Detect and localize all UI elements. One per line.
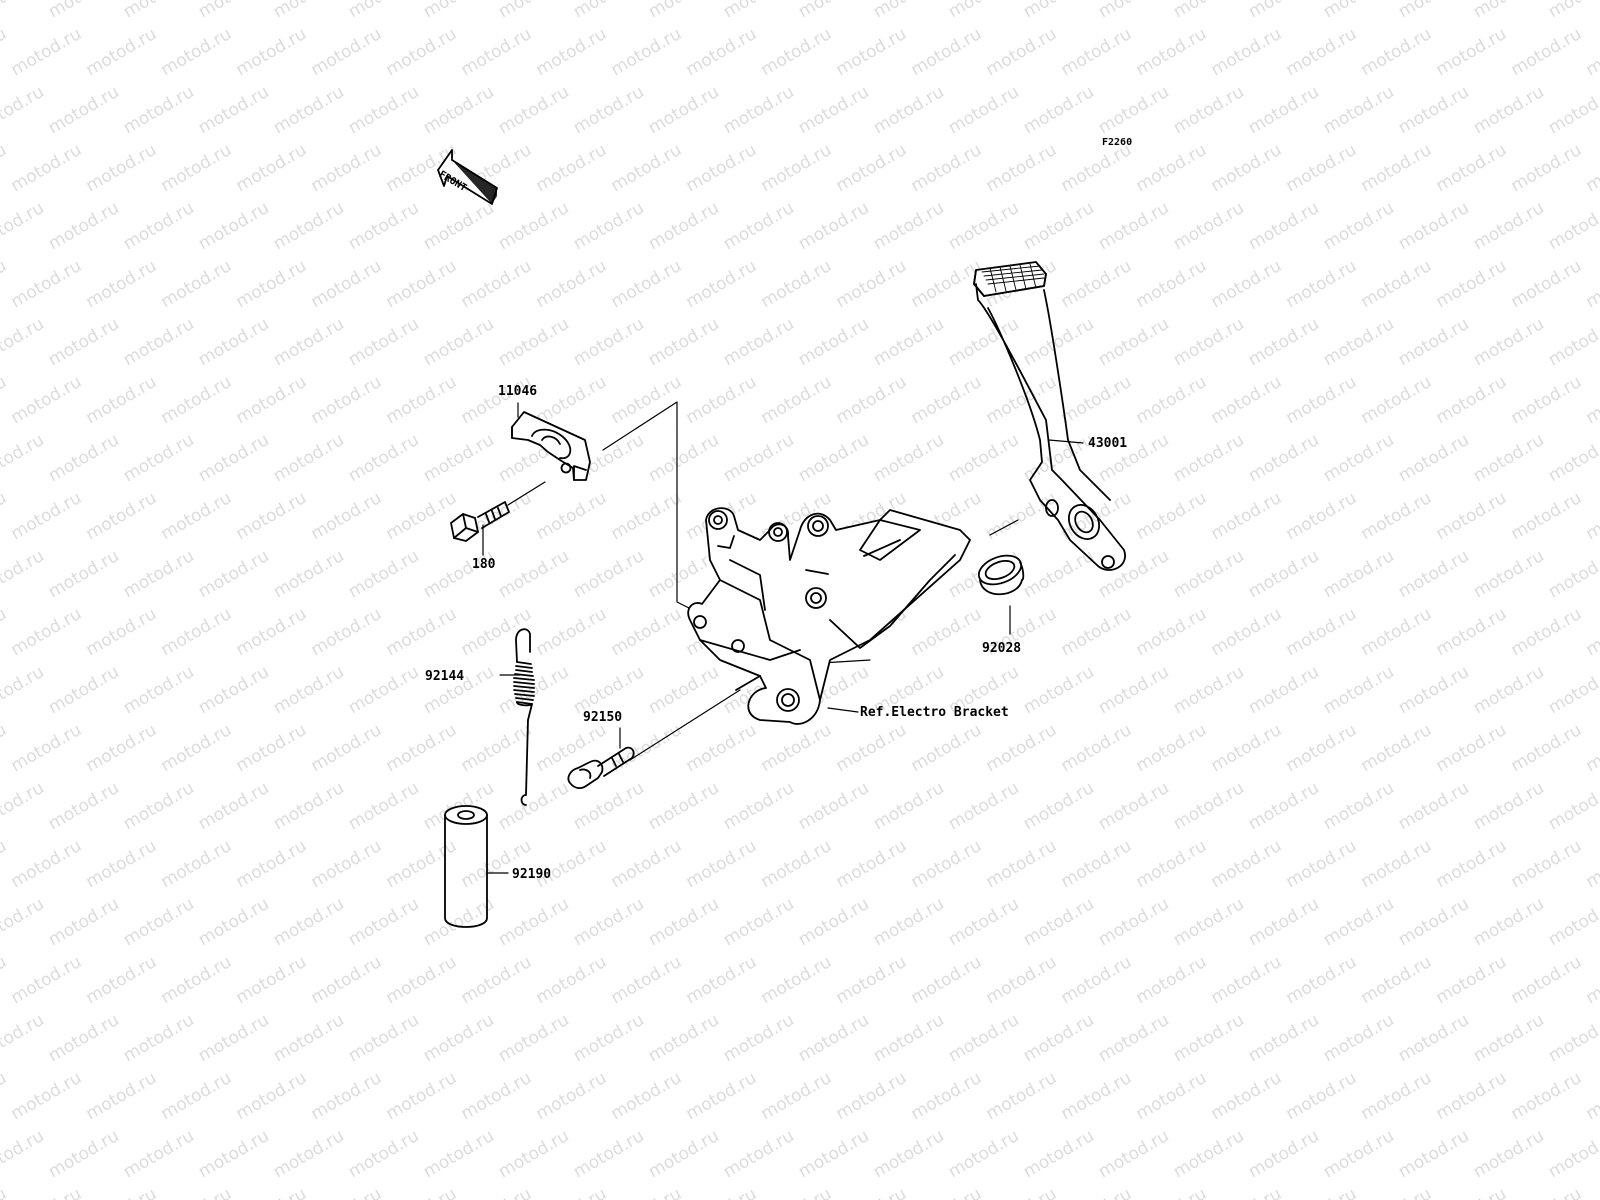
part-180-bolt: [450, 501, 510, 542]
part-label-92144: 92144: [425, 669, 465, 684]
front-arrow-icon: [437, 149, 498, 205]
part-label-11046: 11046: [498, 384, 538, 399]
part-92028-bushing: [977, 554, 1025, 596]
part-label-92028: 92028: [982, 641, 1022, 656]
part-11046-clamp: [511, 411, 591, 481]
part-92190-tube: [444, 805, 488, 928]
part-label-92150: 92150: [583, 710, 623, 725]
part-label-92190: 92190: [512, 867, 552, 882]
part-footrest-bracket: [687, 507, 971, 725]
part-label-180: 180: [472, 557, 496, 572]
part-92150-bolt: [567, 746, 635, 790]
part-label-ref-electro-bracket: Ref.Electro Bracket: [860, 705, 1009, 720]
part-43001-brake-pedal: [973, 261, 1126, 571]
leader-lines: [482, 401, 1084, 874]
diagram-code: F2260: [1102, 137, 1133, 148]
part-92144-spring: [513, 628, 535, 806]
part-label-43001: 43001: [1088, 436, 1128, 451]
